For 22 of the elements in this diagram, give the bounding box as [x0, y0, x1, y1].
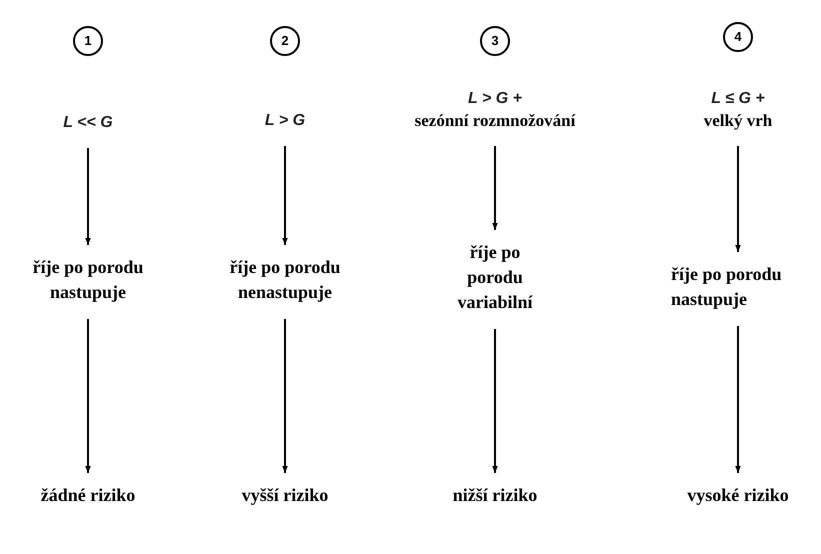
arrow: [282, 319, 288, 473]
arrow: [735, 146, 741, 252]
arrow: [735, 326, 741, 473]
condition-text: velký vrh: [704, 110, 772, 132]
arrow: [282, 146, 288, 245]
arrow: [492, 146, 498, 230]
arrow: [85, 148, 91, 245]
outcome-text: říje po porodu variabilní: [440, 240, 550, 315]
arrow: [492, 329, 498, 473]
arrow: [85, 319, 91, 473]
outcome-text: žádné riziko: [33, 483, 143, 508]
outcome-text: nižší riziko: [440, 483, 550, 508]
outcome-text: říje po porodu nastupuje: [8, 255, 168, 305]
outcome-text: vyšší riziko: [230, 483, 340, 508]
formula: L ≤ G +: [711, 89, 765, 109]
outcome-text: říje po porodu nenastupuje: [205, 255, 365, 305]
outcome-text: vysoké riziko: [683, 483, 793, 508]
condition-text: sezónní rozmnožování: [414, 110, 576, 132]
outcome-text: říje po porodu nastupuje: [671, 262, 821, 312]
formula: L > G +: [468, 89, 522, 109]
formula: L << G: [63, 113, 113, 133]
formula: L > G: [264, 111, 306, 131]
